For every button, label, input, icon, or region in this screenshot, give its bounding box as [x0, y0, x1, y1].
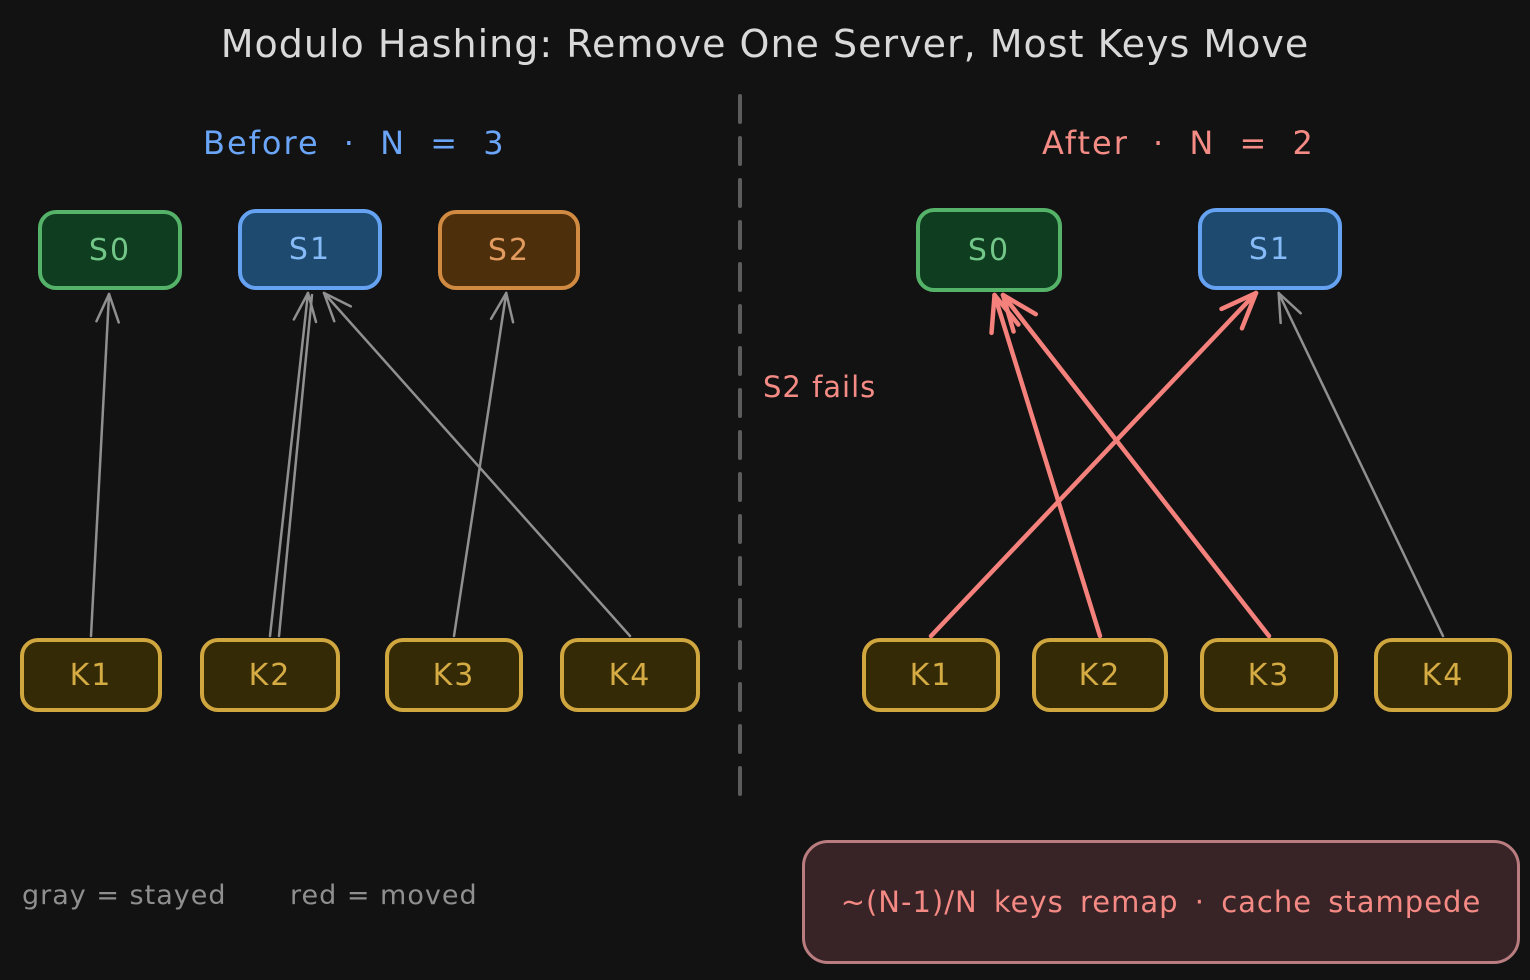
key-node-after-k2: K2 — [1032, 638, 1168, 712]
server-node-after-s0: S0 — [916, 208, 1062, 292]
server-label: S1 — [1248, 231, 1292, 267]
edge-after-K1-S1-moved — [928, 290, 1259, 639]
key-node-after-k3: K3 — [1200, 638, 1338, 712]
key-label: K2 — [248, 657, 292, 693]
before-panel-label: Before · N = 3 — [203, 124, 506, 162]
key-label: K3 — [432, 657, 476, 693]
key-node-before-k2: K2 — [200, 638, 340, 712]
key-label: K1 — [909, 657, 953, 693]
key-node-before-k1: K1 — [20, 638, 162, 712]
edge-before-K3-S2-stayed — [452, 291, 515, 638]
server-label: S2 — [487, 232, 531, 268]
server-node-before-s1: S1 — [238, 209, 382, 290]
key-node-after-k4: K4 — [1374, 638, 1512, 712]
key-label: K4 — [1421, 657, 1465, 693]
edge-before-K2-S1-stayed — [268, 291, 318, 638]
key-node-before-k3: K3 — [385, 638, 523, 712]
key-label: K1 — [69, 657, 113, 693]
server-node-before-s2: S2 — [438, 210, 580, 290]
server-label: S0 — [967, 232, 1011, 268]
diagram-title: Modulo Hashing: Remove One Server, Most … — [220, 22, 1310, 66]
server-label: S1 — [288, 232, 332, 267]
legend-red-moved: red = moved — [290, 880, 478, 911]
key-label: K3 — [1247, 657, 1291, 693]
server-node-after-s1: S1 — [1198, 208, 1342, 290]
after-panel-label: After · N = 2 — [1042, 124, 1315, 162]
edge-before-K1-S0-stayed — [89, 292, 120, 638]
key-node-before-k4: K4 — [560, 638, 700, 712]
legend-gray-stayed: gray = stayed — [22, 880, 227, 911]
remap-callout-text: ~(N-1)/N keys remap · cache stampede — [840, 885, 1482, 919]
server-node-before-s0: S0 — [38, 210, 182, 290]
server-label: S0 — [88, 232, 132, 268]
edge-after-K3-S0-moved — [1000, 292, 1272, 639]
s2-fails-note: S2 fails — [763, 370, 877, 404]
remap-callout-box: ~(N-1)/N keys remap · cache stampede — [802, 840, 1520, 964]
edge-after-K4-S1-stayed — [1277, 291, 1445, 638]
edge-after-K2-S0-moved — [989, 292, 1103, 639]
key-node-after-k1: K1 — [862, 638, 1000, 712]
key-label: K2 — [1078, 657, 1122, 693]
edge-before-K4-S1-stayed — [322, 291, 632, 638]
key-label: K4 — [608, 657, 652, 693]
